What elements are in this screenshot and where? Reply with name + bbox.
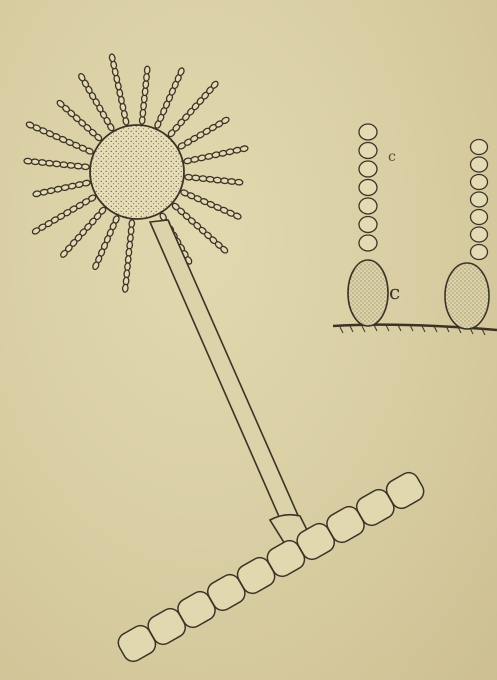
chain-spore [471,245,488,260]
spore-bead [78,73,87,82]
spore-bead [31,227,40,236]
spore-bead [144,66,150,74]
figure-label-c: c [389,282,400,302]
spore-bead [235,179,243,185]
conidiophore-stalk-icon [150,220,300,528]
spore-chain-icon-2 [445,140,489,330]
chain-spore [359,161,377,177]
spore-bead [177,67,185,76]
chain-spore [471,175,488,190]
chain-spore [359,217,377,233]
chain-spore [359,235,377,251]
spore-bead [92,261,100,270]
spore-bead [122,284,128,292]
chain-spore [471,157,488,172]
chain-spore [359,143,377,159]
spore-bead [25,121,34,129]
chain-spore [359,180,377,196]
chain-spore [471,192,488,207]
spore-bead [109,54,116,63]
chain-spore [359,124,377,140]
spore-bead [221,116,230,125]
spore-bead [24,158,32,164]
figure-label-c-faint: c [388,150,396,164]
chain-spore [471,227,488,242]
spore-chain-icon [348,124,388,326]
spore-bead [233,212,242,220]
spore-bead [33,190,42,197]
chain-spore [359,198,377,214]
spore-bead [240,145,249,152]
aspergillus-head-icon [90,125,184,219]
chain-spore [471,140,488,155]
chain-spore [471,210,488,225]
